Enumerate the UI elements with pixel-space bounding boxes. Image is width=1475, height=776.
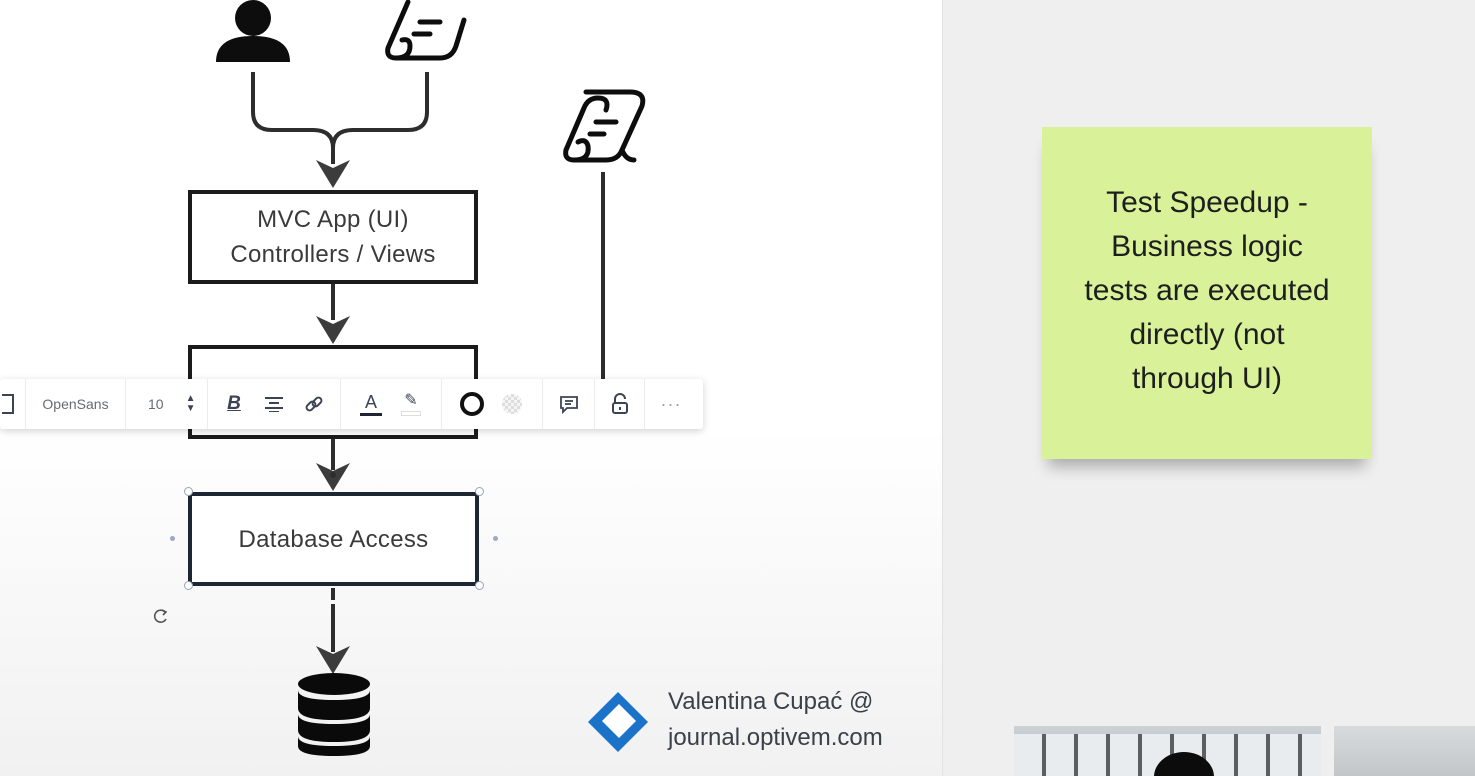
arrow-head [316, 316, 350, 344]
mvc-app-label-line1: MVC App (UI) [257, 206, 409, 233]
optivem-logo [588, 692, 648, 752]
sticky-note-line: tests are executed [1084, 274, 1330, 307]
mvc-app-box[interactable]: MVC App (UI) Controllers / Views [188, 190, 478, 284]
font-size-value: 10 [148, 396, 164, 412]
format-toolbar: OpenSans 10 ▲▼ B A ✎ [0, 379, 703, 429]
user-icon [216, 0, 290, 62]
webcam-video-2 [1334, 726, 1475, 776]
border-style-icon[interactable] [452, 379, 492, 429]
connection-point[interactable] [170, 536, 175, 541]
shape-style-group [442, 379, 543, 429]
author-credit: Valentina Cupać @ journal.optivem.com [668, 684, 883, 756]
comment-icon [559, 396, 578, 414]
sticky-note-line: Test Speedup - [1106, 186, 1308, 219]
fill-color-icon[interactable] [492, 379, 532, 429]
sticky-note[interactable]: Test Speedup - Business logic tests are … [1042, 127, 1372, 459]
highlight-icon[interactable]: ✎ [391, 379, 431, 429]
lock-icon [611, 393, 628, 414]
bold-icon[interactable]: B [227, 393, 241, 414]
scroll-icon [563, 89, 646, 163]
sticky-note-line: directly (not [1129, 318, 1285, 351]
font-size-stepper[interactable]: 10 ▲▼ [126, 379, 208, 429]
text-color-icon[interactable]: A [351, 379, 391, 429]
sticky-note-line: through UI) [1131, 362, 1283, 395]
rotate-handle-icon [153, 609, 168, 623]
resize-handle[interactable] [475, 487, 484, 496]
database-icon [298, 673, 370, 756]
connection-point[interactable] [493, 536, 498, 541]
database-access-label: Database Access [238, 525, 429, 553]
sticky-note-line: Business logic [1111, 230, 1303, 263]
align-center-icon[interactable] [254, 379, 294, 429]
mvc-app-label-line2: Controllers / Views [230, 241, 436, 268]
scroll-icon [385, 0, 467, 61]
color-group: A ✎ [341, 379, 442, 429]
link-icon[interactable] [294, 379, 334, 429]
arrow-head [316, 646, 350, 674]
more-options-button[interactable]: ··· [645, 379, 697, 429]
resize-handle[interactable] [475, 581, 484, 590]
font-family-value: OpenSans [42, 396, 109, 412]
comment-button[interactable] [543, 379, 595, 429]
lock-button[interactable] [595, 379, 645, 429]
diagram-connectors [153, 0, 646, 756]
resize-handle[interactable] [184, 487, 193, 496]
stepper-arrows-icon: ▲▼ [185, 393, 196, 414]
text-format-group: B [208, 379, 341, 429]
credit-line-1: Valentina Cupać @ [668, 688, 874, 715]
credit-line-2: journal.optivem.com [668, 724, 883, 751]
resize-handle[interactable] [184, 581, 193, 590]
webcam-video-1 [1014, 726, 1321, 776]
more-icon: ··· [660, 393, 682, 414]
shape-type-button[interactable] [0, 379, 26, 429]
diagram-canvas[interactable]: MVC App (UI) Controllers / Views Databas… [0, 0, 942, 776]
font-family-select[interactable]: OpenSans [26, 379, 126, 429]
arrow-head [316, 160, 350, 188]
square-icon [1, 394, 14, 414]
database-access-box[interactable]: Database Access [188, 492, 479, 586]
